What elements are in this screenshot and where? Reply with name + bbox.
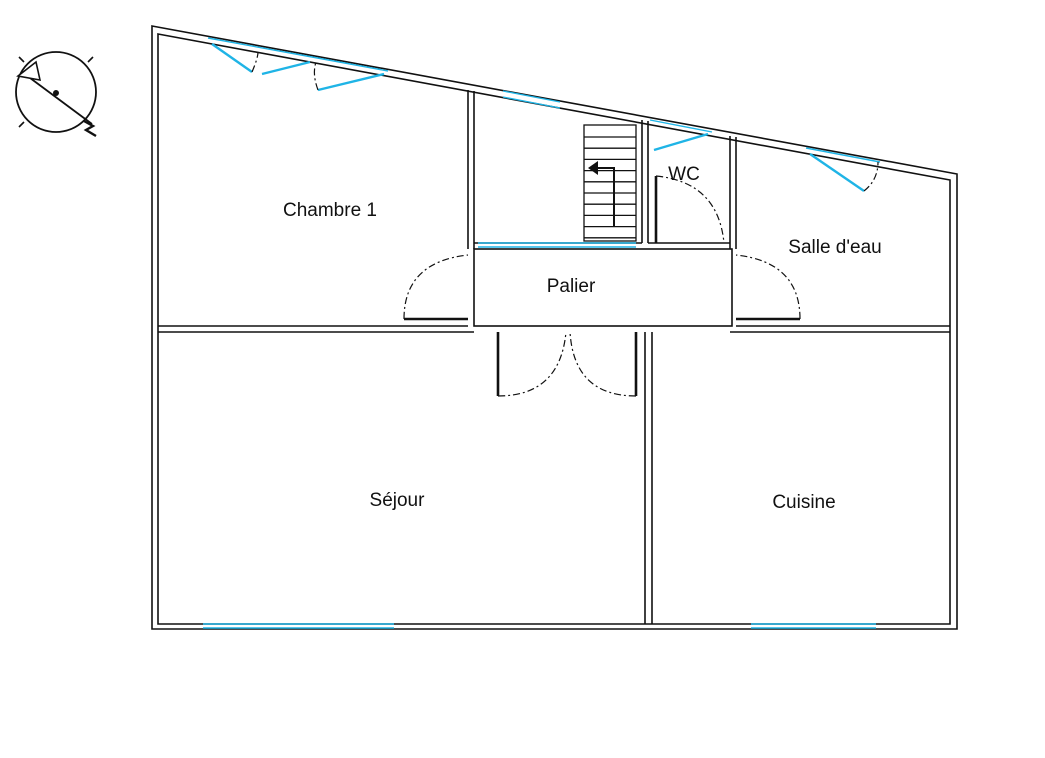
room-label-chambre-1: Chambre 1: [283, 200, 377, 221]
doors: [403, 175, 801, 397]
windows: [203, 37, 881, 629]
room-label-cuisine: Cuisine: [772, 492, 835, 513]
room-label-sejour: Séjour: [370, 490, 426, 511]
window-casements: [211, 43, 879, 192]
exterior-walls: [151, 25, 958, 630]
room-label-salle-d-eau: Salle d'eau: [788, 237, 881, 258]
room-label-wc: WC: [668, 164, 700, 185]
interior-walls: [158, 90, 950, 624]
compass-north-arrow-icon: [15, 51, 97, 138]
staircase: [583, 124, 637, 242]
room-label-palier: Palier: [547, 276, 596, 297]
stair-arrow-icon: [588, 161, 615, 226]
